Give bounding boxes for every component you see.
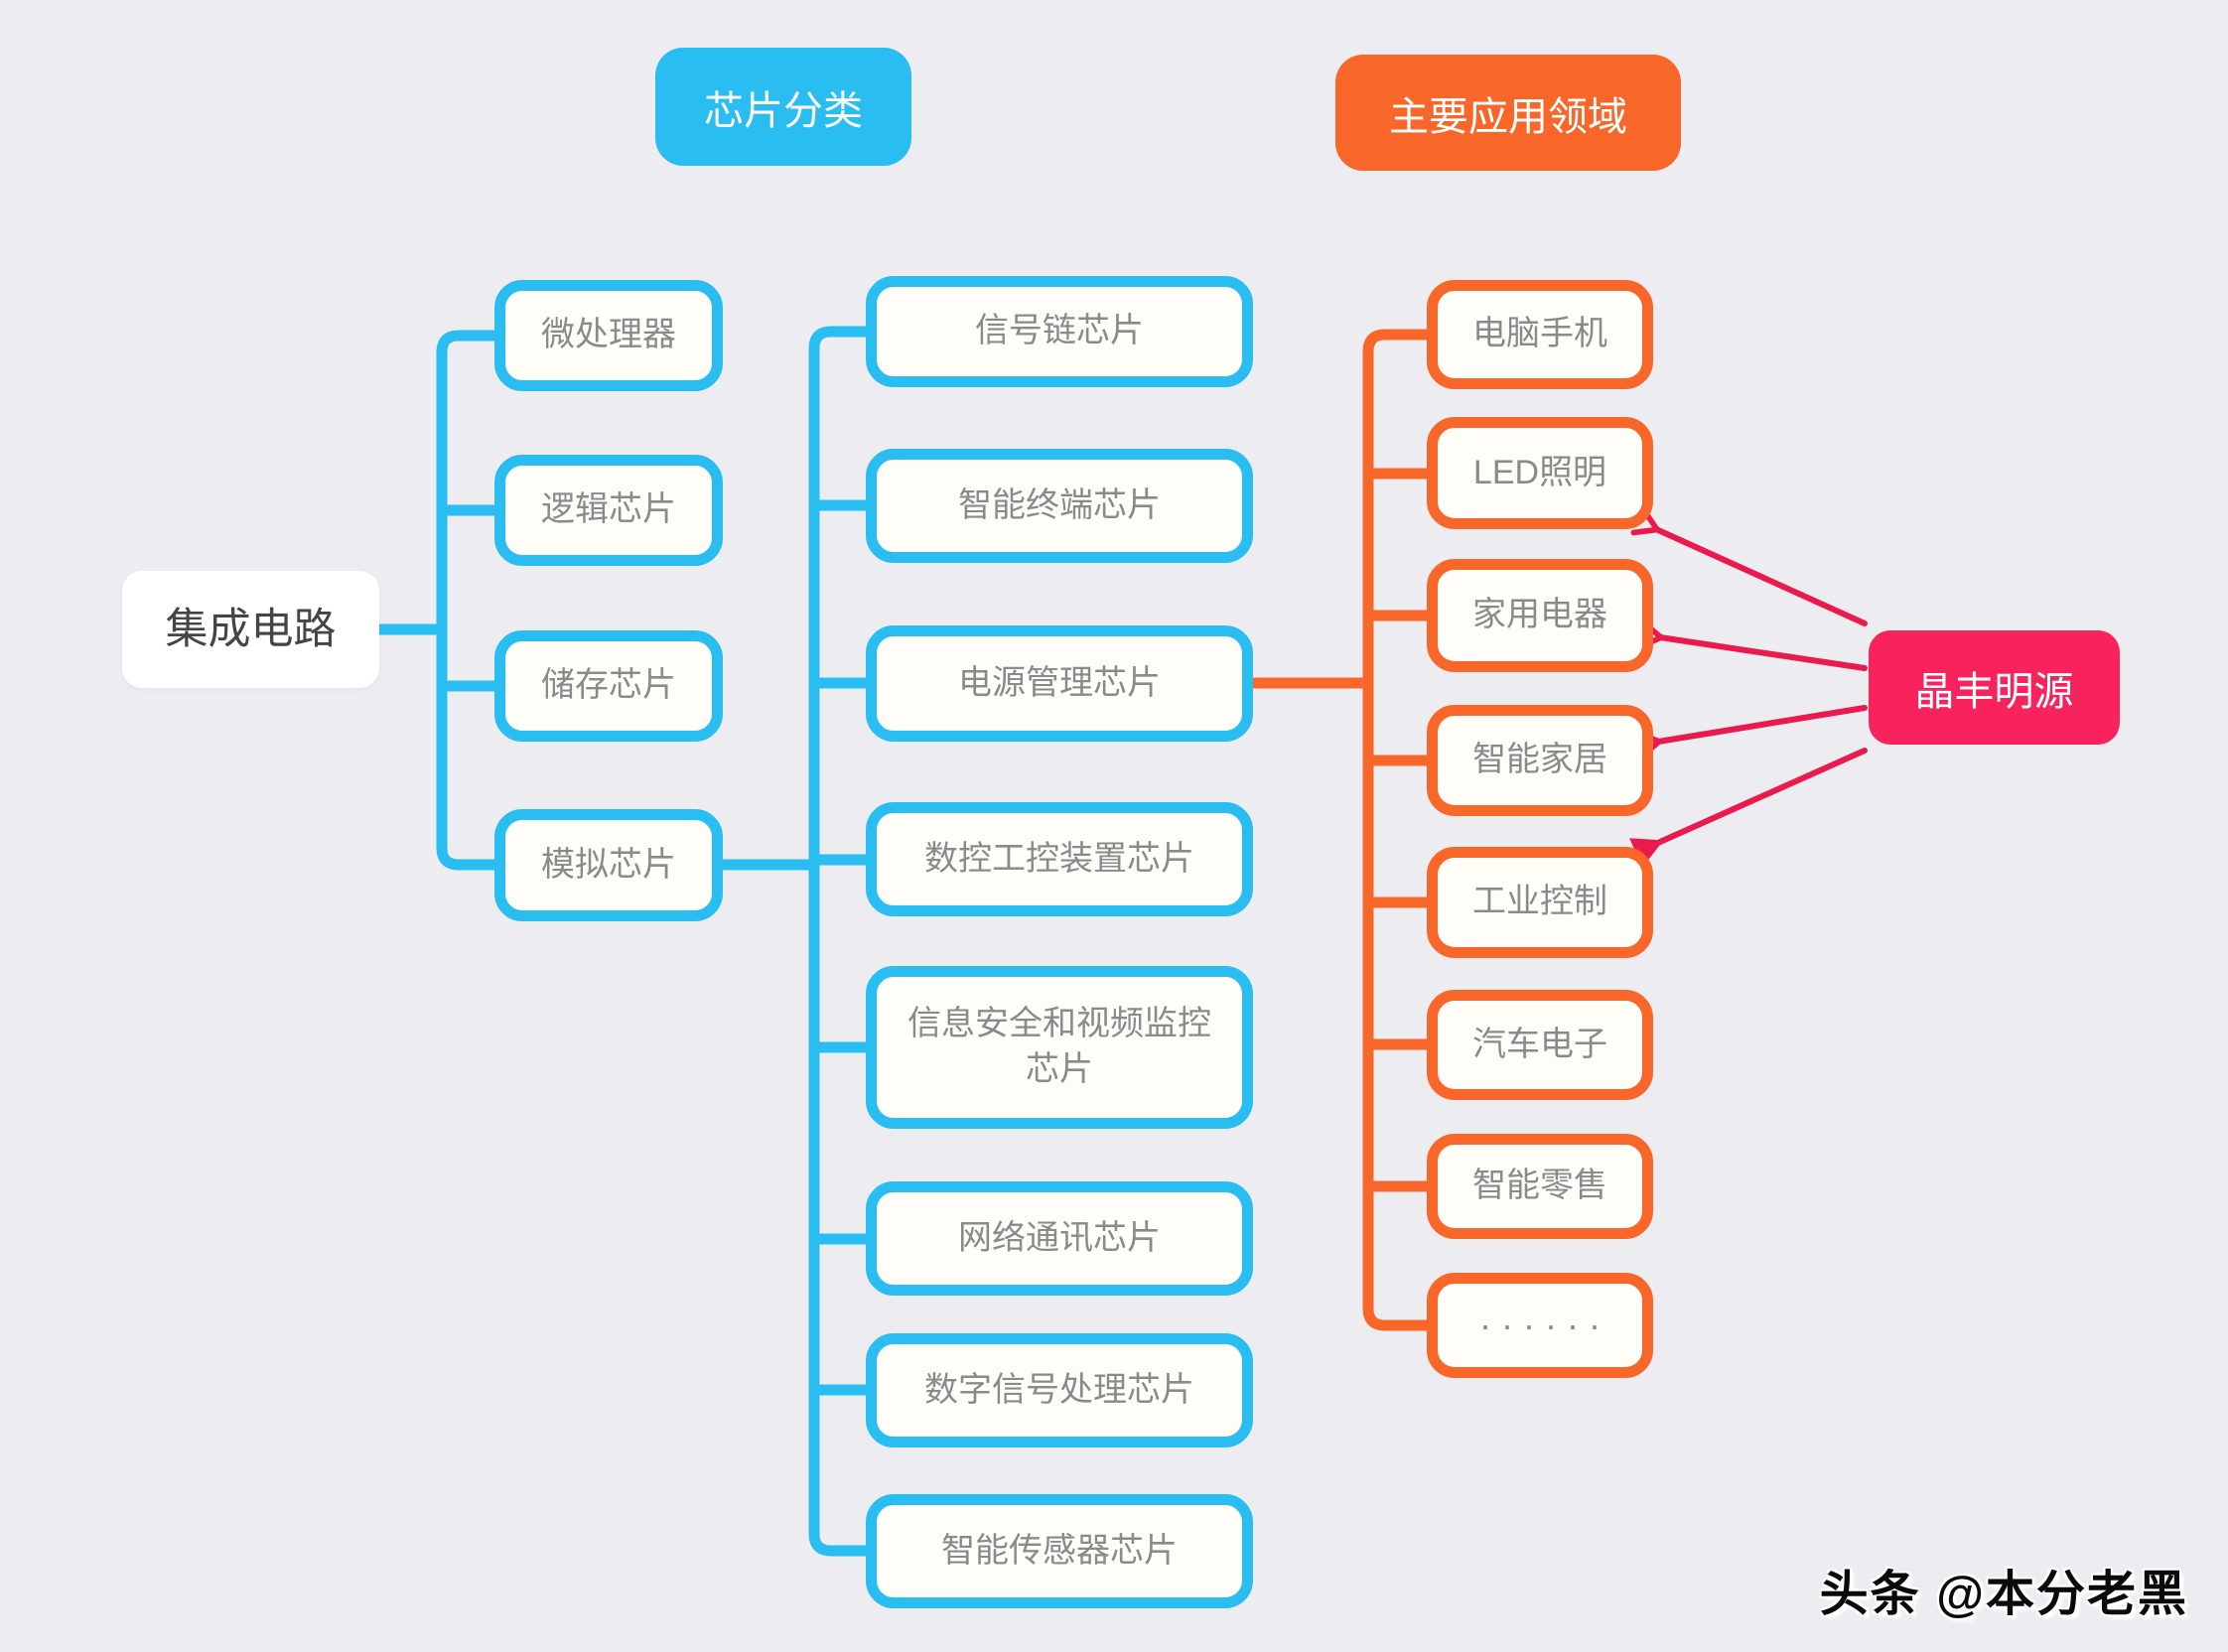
subcategory-node-network-comm: 网络通讯芯片 — [866, 1181, 1253, 1296]
left-trunk — [436, 330, 500, 871]
category-node-microprocessor: 微处理器 — [494, 280, 723, 391]
subcategory-node-smart-sensor: 智能传感器芯片 — [866, 1494, 1253, 1608]
arrow-company-to-smarthome — [1634, 705, 1868, 760]
category-node-analog-chip: 模拟芯片 — [494, 809, 723, 921]
application-node-home-appliance: 家用电器 — [1427, 559, 1653, 672]
application-trunk — [1362, 329, 1433, 1331]
middle-trunk — [808, 326, 872, 1557]
arrow-company-to-appliance — [1636, 619, 1868, 671]
watermark-toutiao-author: 头条 @本分老黑 — [1819, 1568, 2188, 1621]
subcategory-node-dsp: 数字信号处理芯片 — [866, 1333, 1253, 1447]
arrow-company-to-industrial — [1629, 748, 1868, 868]
application-node-automotive: 汽车电子 — [1427, 990, 1653, 1100]
application-node-led-lighting: LED照明 — [1427, 417, 1653, 529]
subcategory-node-security-video: 信息安全和视频监控芯片 — [866, 966, 1253, 1129]
subcategory-node-power-management: 电源管理芯片 — [866, 625, 1253, 742]
classification-header: 芯片分类 — [655, 48, 911, 166]
application-node-smart-retail: 智能零售 — [1427, 1134, 1653, 1239]
subcategory-node-cnc-industrial: 数控工控装置芯片 — [866, 802, 1253, 916]
category-node-storage-chip: 储存芯片 — [494, 630, 723, 742]
subcategory-node-smart-terminal: 智能终端芯片 — [866, 449, 1253, 563]
application-node-ellipsis: ······ — [1427, 1273, 1653, 1378]
arrow-company-to-led — [1630, 506, 1868, 626]
application-node-pc-mobile: 电脑手机 — [1427, 280, 1653, 389]
application-node-smart-home: 智能家居 — [1427, 705, 1653, 816]
application-node-industrial-control: 工业控制 — [1427, 847, 1653, 958]
subcategory-node-signal-chain: 信号链芯片 — [866, 276, 1253, 387]
application-header: 主要应用领域 — [1335, 55, 1681, 171]
root-node-integrated-circuit: 集成电路 — [122, 571, 379, 688]
category-node-logic-chip: 逻辑芯片 — [494, 455, 723, 566]
company-node-jingfeng-mingyuan: 晶丰明源 — [1869, 630, 2120, 745]
